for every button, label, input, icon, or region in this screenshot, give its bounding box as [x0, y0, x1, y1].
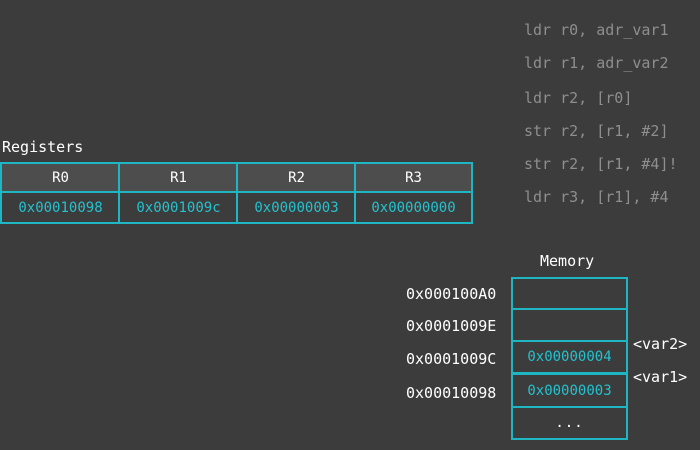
register-header: R3 — [356, 164, 471, 193]
register-r3: R3 0x00000000 — [356, 164, 471, 222]
register-r2: R2 0x00000003 — [238, 164, 355, 222]
code-line: str r2, [r1, #4]! — [524, 155, 678, 173]
register-divider — [236, 164, 238, 222]
code-line: str r2, [r1, #2] — [524, 122, 669, 140]
register-value: 0x00000003 — [254, 199, 339, 216]
register-divider — [118, 164, 120, 222]
memory-cell: 0x00000003 — [511, 373, 628, 408]
memory-title: Memory — [540, 252, 595, 270]
memory-cell — [511, 277, 628, 310]
memory-address: 0x0001009C — [406, 350, 497, 368]
register-r1: R1 0x0001009c — [120, 164, 237, 222]
ellipsis: ... — [555, 415, 584, 431]
register-r0: R0 0x00010098 — [2, 164, 119, 222]
register-value: 0x00000000 — [371, 199, 456, 216]
register-value: 0x00010098 — [18, 199, 103, 216]
memory-address: 0x0001009E — [406, 317, 497, 335]
memory-cell-ellipsis: ... — [511, 406, 628, 440]
register-value: 0x0001009c — [136, 199, 221, 216]
register-divider — [354, 164, 356, 222]
code-line: ldr r3, [r1], #4 — [524, 188, 669, 206]
code-line: ldr r1, adr_var2 — [524, 54, 669, 72]
registers-title: Registers — [2, 138, 84, 156]
memory-tag: <var2> — [633, 335, 688, 353]
memory-cell — [511, 308, 628, 342]
register-header: R0 — [2, 164, 119, 193]
memory-address: 0x000100A0 — [406, 285, 497, 303]
register-header: R1 — [120, 164, 237, 193]
memory-cell: 0x00000004 — [511, 340, 628, 374]
register-header: R2 — [238, 164, 355, 193]
memory-tag: <var1> — [633, 368, 688, 386]
memory-address: 0x00010098 — [406, 384, 497, 402]
registers-table: R0 0x00010098 R1 0x0001009c R2 0x0000000… — [0, 162, 473, 224]
code-line: ldr r0, adr_var1 — [524, 21, 669, 39]
code-line: ldr r2, [r0] — [524, 89, 633, 107]
